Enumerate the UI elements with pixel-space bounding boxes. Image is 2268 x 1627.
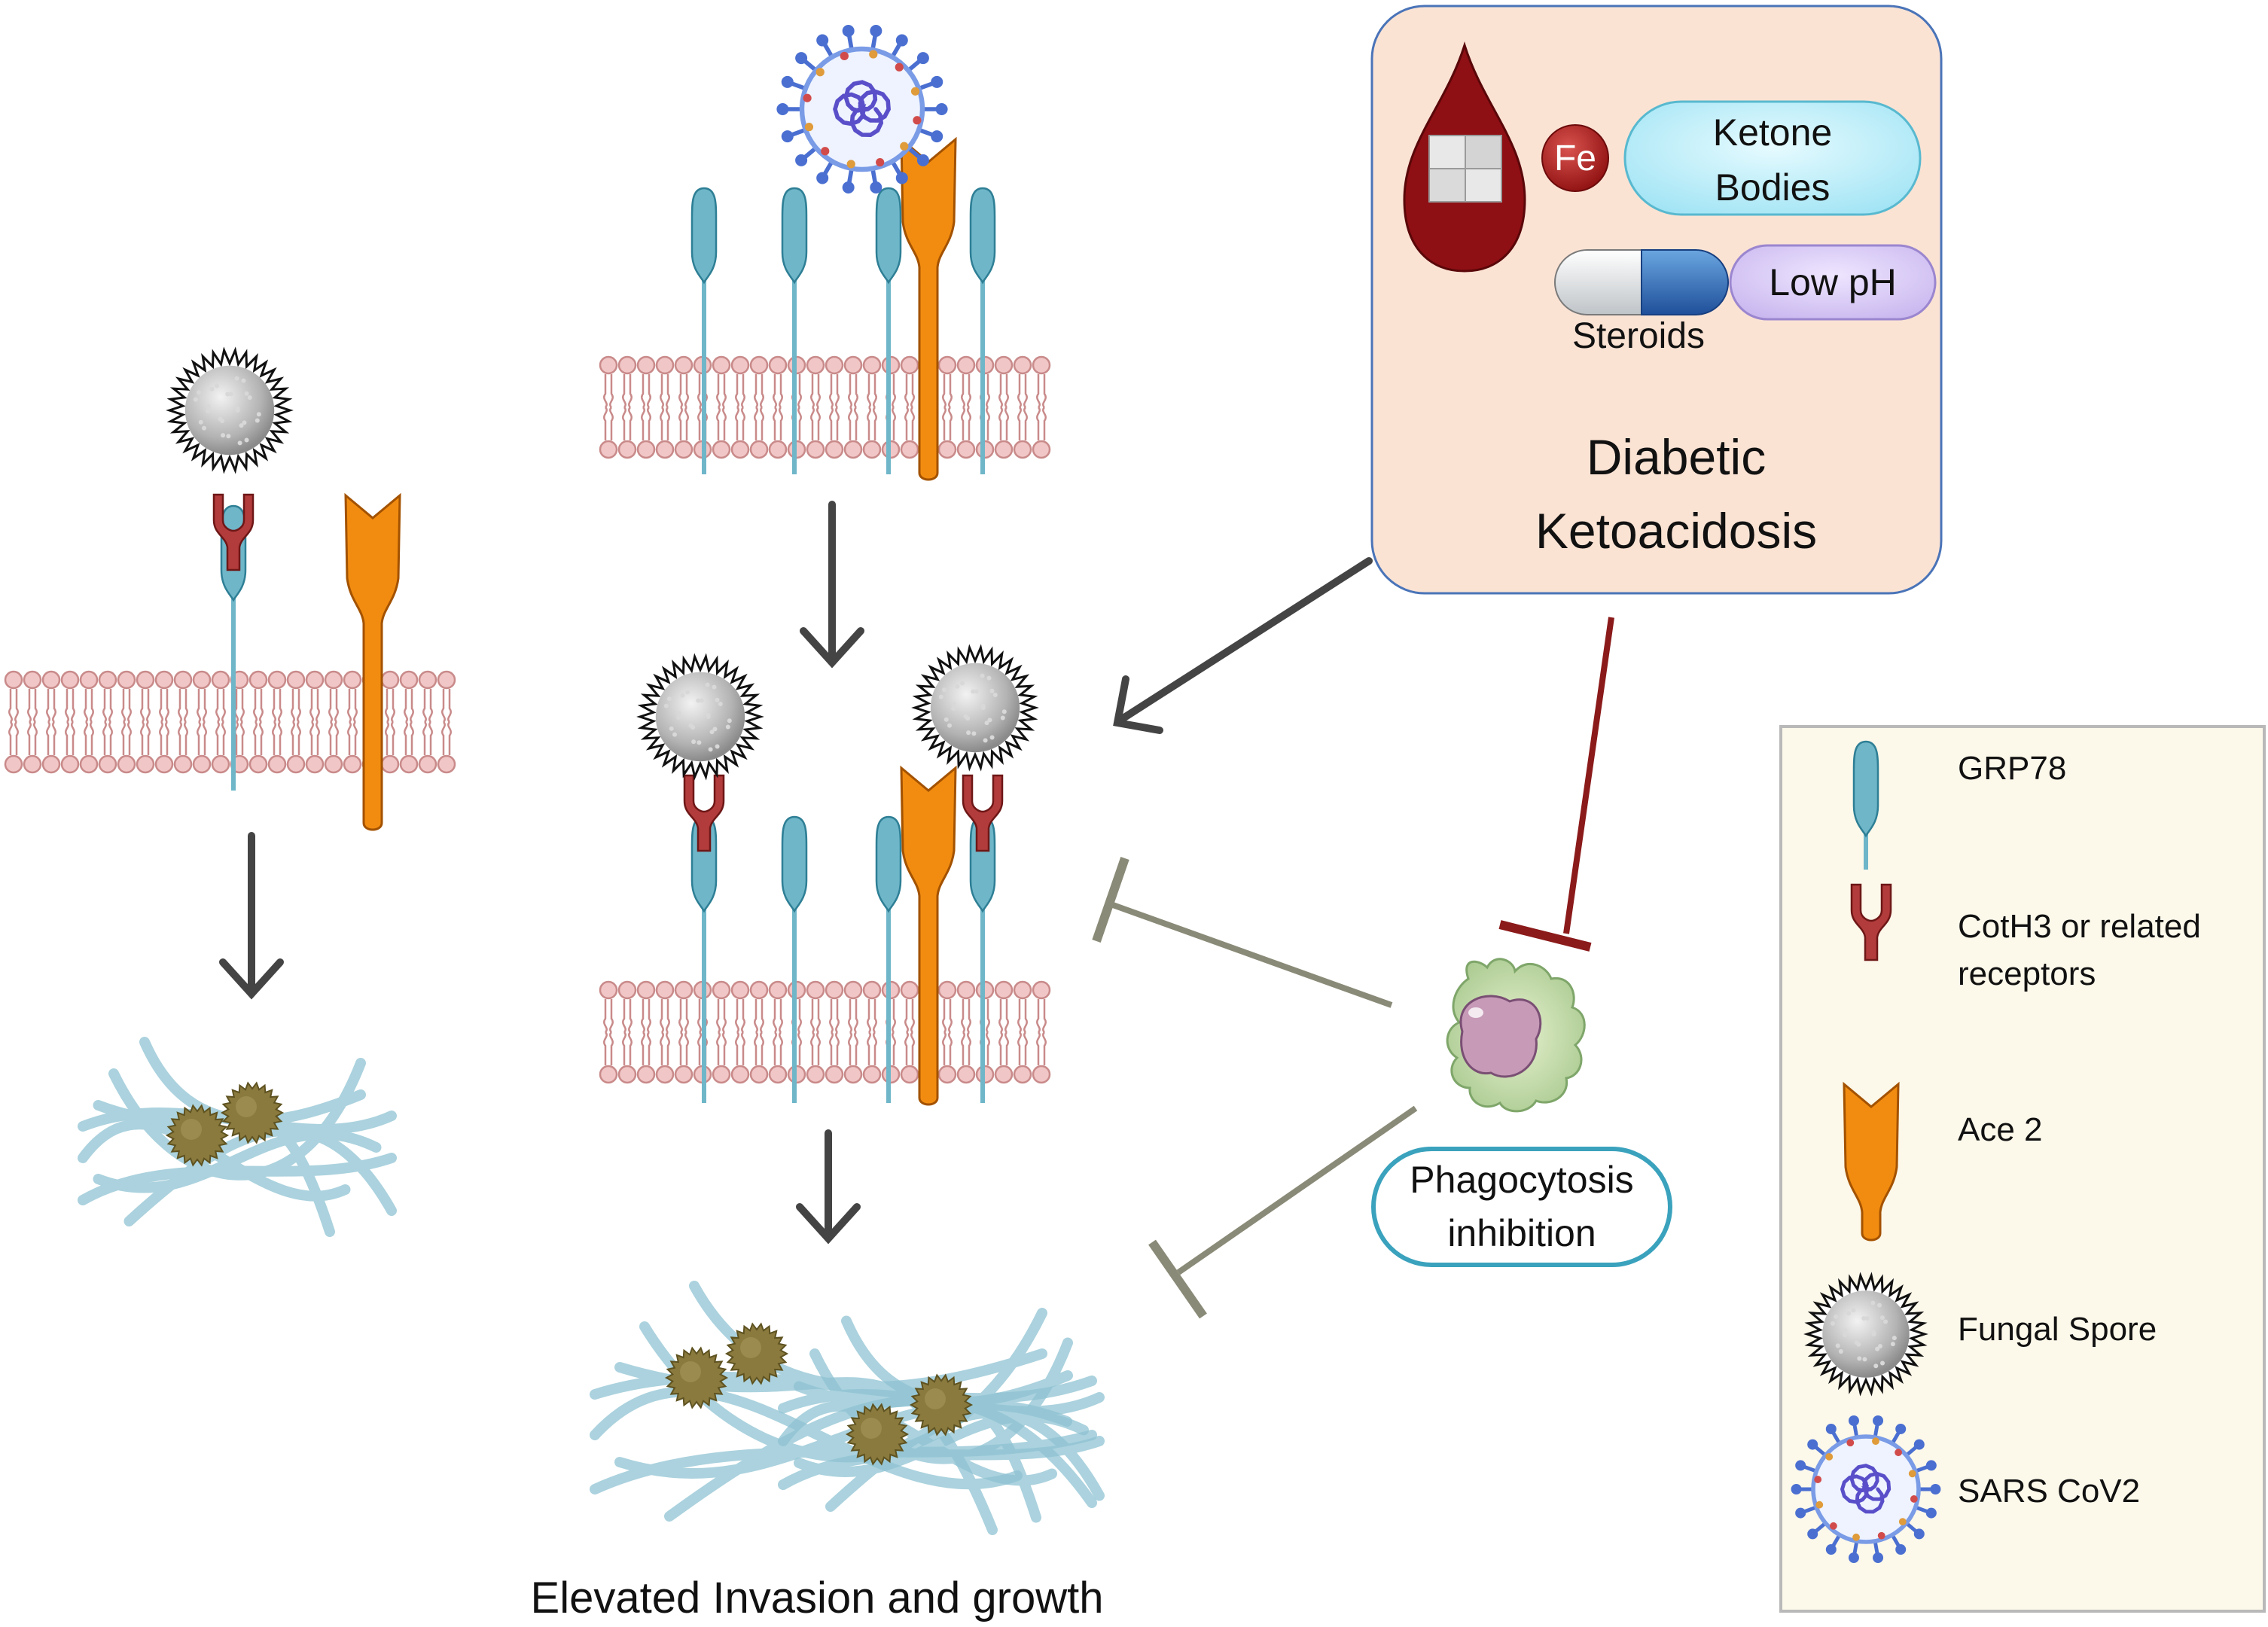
hyphae-left (78, 1037, 397, 1237)
dka-inhibits-phagocyte (1498, 617, 1614, 952)
grp78-middle-bottom-4 (969, 815, 996, 1103)
receptors (212, 136, 1004, 1106)
steroids-label: Steroids (1572, 316, 1705, 356)
grp78-middle-top-2 (781, 187, 808, 474)
ketone-label-line1: Ketone (1713, 111, 1832, 154)
phagocyte-inhibits-invasion (1092, 857, 1393, 1008)
fungal-spore-left (166, 346, 294, 474)
phagocytosis-inhibition-label: Phagocytosis inhibition (1371, 1147, 1672, 1267)
fungal-spore-middle-1 (636, 653, 764, 781)
fe-label: Fe (1554, 139, 1596, 178)
dka-box: Fe Ketone Bodies Steroids Low pH Diabeti… (1370, 5, 1943, 595)
hyphae-spore-left-2 (220, 1081, 285, 1144)
legend-label-coth3-line2: receptors (1958, 955, 2096, 992)
hyphae-spore-left-1 (165, 1104, 230, 1167)
arrow-left-down (219, 832, 284, 1000)
ketone-label-line2: Bodies (1715, 166, 1831, 209)
coth3-left (212, 493, 255, 571)
ace2-left (344, 492, 401, 831)
grp78-middle-top-3 (875, 187, 902, 474)
legend-label-fungal-spore: Fungal Spore (1958, 1311, 2157, 1348)
legend-label-ace2: Ace 2 (1958, 1111, 2043, 1148)
grp78-middle-bottom-2 (781, 815, 808, 1103)
grp78-middle-top-1 (690, 187, 718, 474)
grp78-icon (1852, 740, 1879, 870)
ace2-middle-top (900, 136, 957, 481)
iron-icon (1541, 124, 1609, 192)
low-ph-pill (1729, 244, 1937, 321)
hyphae-networks (78, 1037, 1105, 1535)
grp78-middle-bottom-3 (875, 815, 902, 1103)
dka-title-line1: Diabetic (1587, 429, 1766, 485)
phagocytosis-line1: Phagocytosis (1410, 1159, 1633, 1201)
membrane-left (4, 670, 456, 774)
low-ph-label: Low pH (1769, 261, 1897, 303)
coth3-middle-bottom-2 (962, 774, 1004, 852)
membrane-middle-top (599, 355, 1051, 459)
legend-label-sars-cov2: SARS CoV2 (1958, 1473, 2140, 1510)
fungal-spore-icon (1803, 1272, 1928, 1397)
coth3-middle-bottom-1 (683, 774, 725, 852)
hyphae-spore-middle-1 (664, 1346, 729, 1409)
grp78-middle-top-4 (969, 187, 996, 474)
arrow-middle-down-1 (800, 501, 864, 669)
fungal-spores (166, 346, 1039, 781)
legend-label-coth3-line1: CotH3 or related (1958, 908, 2201, 945)
dka-title-line2: Ketoacidosis (1535, 503, 1817, 559)
arrow-middle-down-2 (796, 1129, 861, 1245)
sars-cov2-icon (1791, 1415, 1941, 1563)
hyphae-spore-middle-4 (909, 1373, 974, 1437)
arrow-dka-to-membrane (1113, 557, 1373, 734)
hyphae-spore-middle-3 (845, 1403, 910, 1466)
legend-label-grp78: GRP78 (1958, 750, 2066, 787)
caption-elevated-invasion: Elevated Invasion and growth (531, 1574, 1104, 1622)
coth3-icon (1850, 883, 1892, 961)
cell-membranes (4, 355, 1051, 1084)
sars-cov2-virion (776, 25, 948, 193)
phagocyte-cell-icon (1446, 958, 1586, 1113)
hyphae-spore-middle-2 (724, 1322, 789, 1385)
phagocytosis-line2: inhibition (1447, 1212, 1596, 1254)
steroid-capsule-icon (1554, 249, 1729, 315)
phagocyte-inhibits-growth (1148, 1105, 1418, 1319)
fungal-spore-middle-2 (911, 644, 1039, 772)
grp78-middle-bottom-1 (690, 815, 718, 1103)
ace2-middle-bottom (900, 765, 957, 1106)
sars-cov2-top (776, 25, 948, 193)
blood-glucose-icon (1403, 41, 1526, 273)
ketone-bodies-pill (1623, 100, 1922, 216)
ace2-icon (1843, 1081, 1900, 1242)
process-arrows (219, 501, 1373, 1245)
legend: GRP78 CotH3 or related receptors Ace 2 F… (1779, 725, 2266, 1613)
